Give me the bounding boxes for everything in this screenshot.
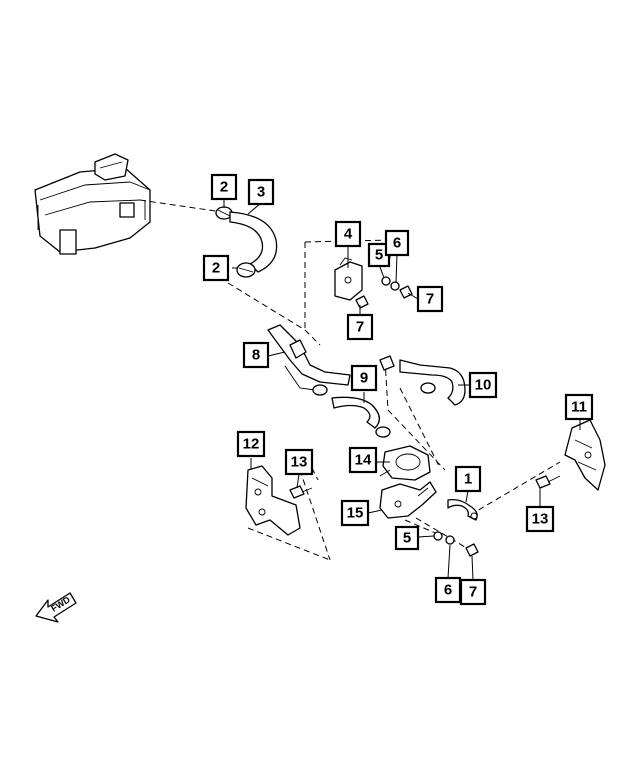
callout-10[interactable]: 10 [468, 371, 498, 399]
svg-text:13: 13 [291, 454, 308, 471]
callout-2-upper[interactable]: 2 [210, 173, 238, 201]
bracket-15 [379, 481, 437, 519]
callout-1[interactable]: 1 [454, 465, 482, 493]
svg-text:12: 12 [243, 436, 260, 453]
coolant-hose-9 [331, 396, 391, 438]
cap-7-upper [399, 285, 413, 299]
callout-14[interactable]: 14 [348, 446, 378, 474]
hose-clamp-upper-9 [379, 355, 395, 371]
callout-15[interactable]: 15 [340, 499, 370, 527]
callout-11[interactable]: 11 [564, 393, 594, 421]
callout-7-upper-right[interactable]: 7 [416, 285, 444, 313]
svg-text:7: 7 [426, 291, 434, 308]
callout-12[interactable]: 12 [236, 430, 266, 458]
callout-5-lower[interactable]: 5 [394, 525, 420, 551]
coolant-reservoir [34, 153, 151, 255]
callout-4[interactable]: 4 [334, 220, 362, 248]
wiring-harness-1 [447, 498, 478, 521]
svg-text:9: 9 [360, 370, 368, 387]
callout-13-left[interactable]: 13 [284, 448, 314, 476]
coolant-hose-3 [229, 211, 278, 273]
hose-clamp-2-lower [236, 262, 256, 278]
svg-text:13: 13 [532, 511, 549, 528]
svg-text:4: 4 [344, 226, 353, 243]
forward-direction-arrow-icon: FWD [35, 592, 77, 623]
svg-text:6: 6 [444, 582, 452, 599]
svg-text:2: 2 [220, 179, 228, 196]
svg-text:6: 6 [393, 235, 401, 252]
callout-2-lower[interactable]: 2 [202, 254, 230, 282]
cap-7-upper-b [355, 295, 369, 309]
svg-text:5: 5 [403, 530, 411, 547]
svg-text:7: 7 [469, 584, 477, 601]
svg-text:15: 15 [347, 505, 364, 522]
callout-3[interactable]: 3 [247, 178, 275, 206]
coolant-hose-8 [267, 324, 351, 396]
svg-text:3: 3 [257, 184, 265, 201]
callout-6-upper[interactable]: 6 [384, 229, 410, 257]
bolt-13-right [535, 475, 561, 489]
callout-7-upper-left[interactable]: 7 [346, 313, 374, 341]
callout-9[interactable]: 9 [350, 364, 378, 392]
washer-6-upper [390, 281, 400, 291]
bracket-4 [334, 257, 363, 301]
svg-text:7: 7 [356, 319, 364, 336]
bracket-12 [245, 465, 301, 536]
washer-6-lower [445, 535, 455, 545]
svg-text:5: 5 [375, 247, 383, 264]
cap-7-lower [465, 543, 479, 557]
svg-text:1: 1 [464, 471, 472, 488]
svg-text:10: 10 [475, 377, 492, 394]
bolt-13-left [289, 485, 313, 499]
svg-text:14: 14 [355, 452, 372, 469]
svg-text:11: 11 [571, 399, 587, 416]
coolant-hose-10 [399, 359, 466, 406]
nut-5-lower [433, 531, 443, 541]
nut-5-upper [381, 276, 391, 286]
svg-text:8: 8 [252, 347, 260, 364]
callout-8[interactable]: 8 [242, 341, 270, 369]
auxiliary-coolant-pump-14 [379, 445, 431, 481]
callout-6-lower[interactable]: 6 [434, 576, 462, 604]
callout-13-right[interactable]: 13 [525, 505, 555, 533]
callout-7-lower[interactable]: 7 [459, 578, 487, 606]
svg-text:2: 2 [212, 260, 220, 277]
bracket-11 [564, 419, 606, 491]
